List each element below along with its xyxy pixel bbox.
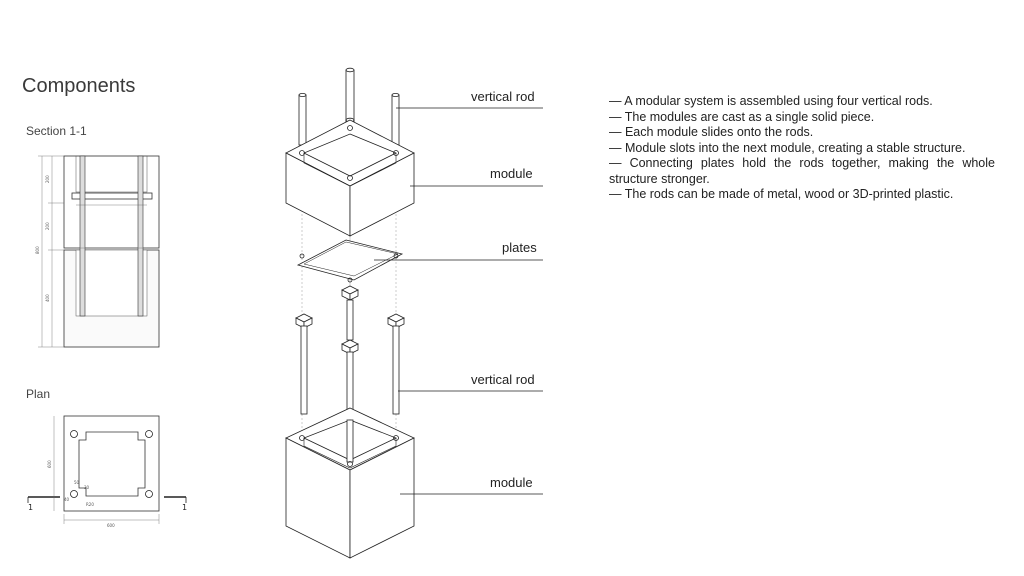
- plan-view: 1 1 600 600 50 30 40 R20: [27, 415, 187, 528]
- plan-dim-height: 600: [47, 460, 52, 468]
- callout-vertical-rod-top: vertical rod: [471, 89, 535, 104]
- plan-inner-slot: [78, 431, 146, 497]
- section-plate: [71, 192, 153, 200]
- description-item: — A modular system is assembled using fo…: [609, 94, 933, 108]
- description-item: — Connecting plates hold the rods togeth…: [609, 156, 995, 186]
- exploded-view: [285, 67, 543, 559]
- cut-mark-right: 1: [182, 503, 187, 512]
- section-view: 200 200 400 800: [35, 155, 160, 348]
- plan-hole-tr: [145, 430, 153, 438]
- callout-module-bottom: module: [490, 475, 533, 490]
- section-rod-right: [137, 155, 144, 317]
- plan-hole-bl: [70, 490, 78, 498]
- description-item: — Module slots into the next module, cre…: [609, 140, 966, 155]
- plan-dim-d: R20: [86, 502, 94, 507]
- plan-hole-tl: [70, 430, 78, 438]
- dim-total: 800: [35, 246, 40, 254]
- top-module: [285, 119, 415, 237]
- section-rod-left: [79, 155, 86, 317]
- description-item: — The modules are cast as a single solid…: [609, 109, 875, 124]
- page-title: Components: [22, 75, 136, 97]
- plan-dim-a: 50: [74, 480, 80, 485]
- plan-label: Plan: [26, 387, 51, 401]
- callout-plates: plates: [502, 240, 537, 255]
- dim-d3: 400: [45, 294, 50, 302]
- callout-module-top: module: [490, 166, 533, 181]
- description-list: — A modular system is assembled using fo…: [609, 94, 995, 203]
- dim-d2: 200: [45, 222, 50, 230]
- dim-d1: 200: [45, 175, 50, 183]
- bottom-module: [285, 407, 415, 559]
- plan-dim-b: 30: [84, 485, 90, 490]
- plan-dim-width: 600: [107, 523, 115, 528]
- bottom-vertical-rods: [295, 299, 405, 448]
- callout-vertical-rod-bottom: vertical rod: [471, 372, 535, 387]
- plan-dim-c: 40: [64, 497, 70, 502]
- plan-outline: [63, 415, 160, 512]
- description-item: — The rods can be made of metal, wood or…: [609, 187, 954, 201]
- cut-mark-left: 1: [28, 503, 33, 512]
- section-label: Section 1-1: [26, 124, 87, 138]
- plan-hole-br: [145, 490, 153, 498]
- description-item: — Each module slides onto the rods.: [609, 125, 814, 139]
- section-upper-module: [63, 155, 160, 249]
- connecting-plates: [296, 239, 404, 301]
